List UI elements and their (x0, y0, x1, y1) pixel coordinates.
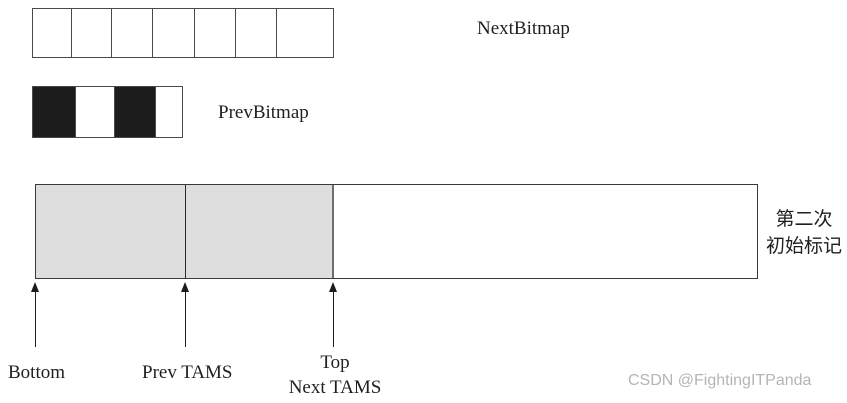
top-marker-label-line2: Next TAMS (288, 377, 382, 398)
prev-bitmap (32, 86, 183, 138)
arrowhead-icon (181, 282, 189, 292)
top-next-tams-pointer-arrow-icon (329, 282, 338, 347)
bitmap-cell-5-unmarked (235, 8, 277, 58)
bitmap-cell-3-unmarked (155, 86, 183, 138)
region-segment-prevtams-to-top (186, 185, 334, 278)
arrow-stem (185, 290, 186, 347)
bitmap-cell-1-unmarked (71, 8, 112, 58)
bitmap-cell-6-unmarked (276, 8, 334, 58)
phase-annotation-line1: 第二次 (775, 209, 833, 230)
next-bitmap (32, 8, 334, 58)
phase-annotation: 第二次 初始标记 (761, 206, 847, 260)
top-marker-label-line1: Top (320, 352, 350, 373)
bitmap-cell-2-marked (114, 86, 156, 138)
bottom-pointer-arrow-icon (31, 282, 40, 347)
bitmap-cell-0-marked (32, 86, 76, 138)
region-segment-bottom-to-prevtams (36, 185, 186, 278)
arrowhead-icon (329, 282, 337, 292)
bitmap-cell-0-unmarked (32, 8, 72, 58)
prev-tams-marker-label: Prev TAMS (142, 362, 233, 383)
bitmap-cell-4-unmarked (194, 8, 236, 58)
prev-tams-pointer-arrow-icon (181, 282, 190, 347)
prev-bitmap-label: PrevBitmap (218, 102, 309, 123)
top-next-tams-marker-label: Top Next TAMS (285, 350, 385, 400)
next-bitmap-label: NextBitmap (477, 18, 570, 39)
bottom-marker-label: Bottom (8, 362, 66, 383)
bitmap-cell-2-unmarked (111, 8, 153, 58)
csdn-watermark: CSDN @FightingITPanda (628, 372, 812, 389)
arrow-stem (35, 290, 36, 347)
bitmap-cell-3-unmarked (152, 8, 195, 58)
arrow-stem (333, 290, 334, 347)
heap-region-bar (35, 184, 758, 279)
arrowhead-icon (31, 282, 39, 292)
phase-annotation-line2: 初始标记 (765, 236, 842, 257)
region-segment-unallocated (334, 185, 757, 278)
bitmap-cell-1-unmarked (75, 86, 115, 138)
